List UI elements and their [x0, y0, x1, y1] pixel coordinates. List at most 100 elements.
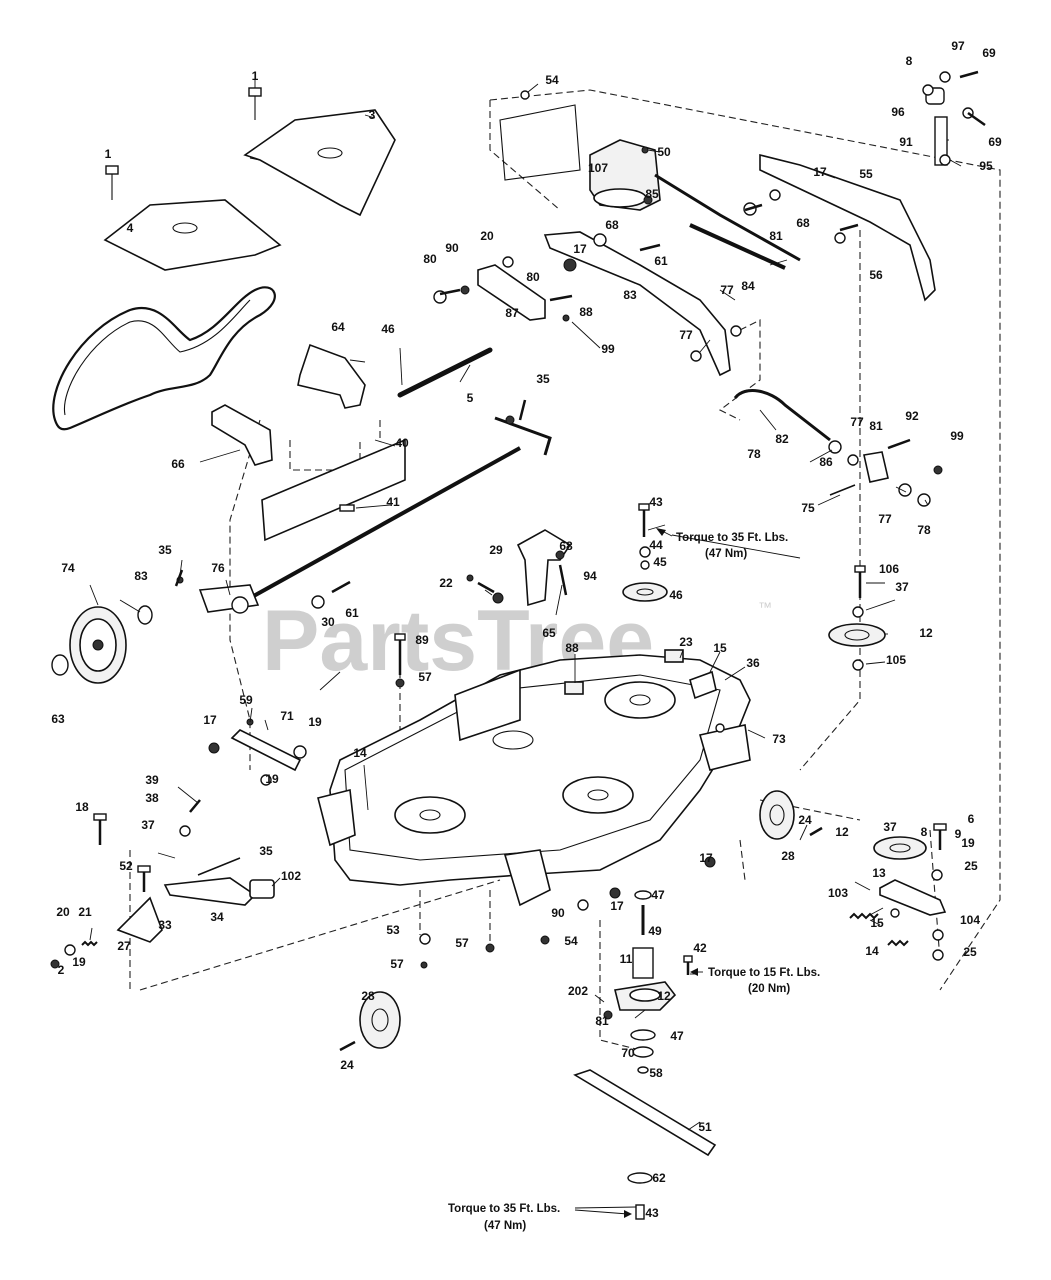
callout-58: 58	[649, 1066, 663, 1080]
callout-97: 97	[951, 39, 965, 53]
callout-80: 80	[526, 270, 540, 284]
callout-1: 1	[252, 69, 259, 83]
leader-lines	[89, 80, 962, 1209]
bolt-43-bottom	[635, 1204, 645, 1220]
callout-77: 77	[720, 283, 734, 297]
callout-46: 46	[381, 322, 395, 336]
callout-202: 202	[568, 984, 588, 998]
callout-73: 73	[772, 732, 786, 746]
callout-17: 17	[203, 713, 217, 727]
wheel-28-right	[759, 790, 795, 840]
callout-54: 54	[564, 934, 578, 948]
callout-12: 12	[919, 626, 933, 640]
callout-36: 36	[746, 656, 760, 670]
callout-46: 46	[669, 588, 683, 602]
torque-note-middle: Torque to 15 Ft. Lbs. (20 Nm)	[708, 967, 820, 995]
callout-84: 84	[741, 279, 755, 293]
deck-cover-right	[243, 109, 396, 217]
callout-17: 17	[573, 242, 587, 256]
washer-62	[627, 1172, 653, 1184]
callout-59: 59	[239, 693, 253, 707]
callout-24: 24	[340, 1058, 354, 1072]
pulley-12-right	[873, 836, 927, 860]
callout-103: 103	[828, 886, 848, 900]
callout-90: 90	[551, 906, 565, 920]
callout-8: 8	[906, 54, 913, 68]
callout-53: 53	[386, 923, 400, 937]
callout-42: 42	[693, 941, 707, 955]
callout-96: 96	[891, 105, 905, 119]
callout-102: 102	[281, 869, 301, 883]
callout-78: 78	[917, 523, 931, 537]
callout-70: 70	[621, 1046, 635, 1060]
callout-88: 88	[579, 305, 593, 319]
callout-92: 92	[905, 409, 919, 423]
callout-81: 81	[869, 419, 883, 433]
torque-note-upper-line2: (47 Nm)	[705, 548, 747, 560]
callout-14: 14	[353, 746, 367, 760]
callout-17: 17	[699, 851, 713, 865]
idler-arm-13	[879, 879, 947, 916]
wheel-74	[51, 605, 153, 684]
callout-1: 1	[105, 147, 112, 161]
callout-69: 69	[982, 46, 996, 60]
pulley-12-top	[828, 623, 886, 647]
callout-90: 90	[445, 241, 459, 255]
callout-19: 19	[961, 836, 975, 850]
callout-21: 21	[78, 905, 92, 919]
callout-80: 80	[423, 252, 437, 266]
mower-deck-housing	[317, 649, 751, 907]
callout-91: 91	[899, 135, 913, 149]
lift-arm-83	[543, 231, 731, 377]
callout-44: 44	[649, 538, 663, 552]
callout-2: 2	[58, 963, 65, 977]
callout-82: 82	[775, 432, 789, 446]
callout-37: 37	[895, 580, 909, 594]
callout-81: 81	[769, 229, 783, 243]
callout-25: 25	[963, 945, 977, 959]
callout-99: 99	[601, 342, 615, 356]
callout-88: 88	[565, 641, 579, 655]
callout-68: 68	[559, 539, 573, 553]
callout-28: 28	[781, 849, 795, 863]
callout-49: 49	[648, 924, 662, 938]
callout-54: 54	[545, 73, 559, 87]
callout-8: 8	[921, 825, 928, 839]
callout-14: 14	[865, 944, 879, 958]
callout-28: 28	[361, 989, 375, 1003]
callout-57: 57	[418, 670, 432, 684]
callout-71: 71	[280, 709, 294, 723]
callout-56: 56	[869, 268, 883, 282]
link-34	[163, 877, 257, 906]
callout-17: 17	[813, 165, 827, 179]
callout-89: 89	[415, 633, 429, 647]
torque-note-upper-line1: Torque to 35 Ft. Lbs.	[676, 532, 788, 544]
shock-91	[925, 87, 948, 166]
callout-12: 12	[657, 989, 671, 1003]
rod-5	[397, 347, 493, 398]
callout-9: 9	[955, 827, 962, 841]
callout-45: 45	[653, 555, 667, 569]
callout-15: 15	[870, 916, 884, 930]
gearbox-assembly	[499, 104, 801, 262]
callout-15: 15	[713, 641, 727, 655]
callout-76: 76	[211, 561, 225, 575]
spindle-assembly	[614, 890, 677, 1074]
callout-61: 61	[345, 606, 359, 620]
torque-note-upper: Torque to 35 Ft. Lbs. (47 Nm)	[676, 532, 788, 560]
cover-bolts	[105, 87, 262, 200]
callout-29: 29	[489, 543, 503, 557]
callout-39: 39	[145, 773, 159, 787]
callout-85: 85	[645, 187, 659, 201]
callout-18: 18	[75, 800, 89, 814]
callout-87: 87	[505, 306, 519, 320]
callout-86: 86	[819, 455, 833, 469]
callout-65: 65	[542, 626, 556, 640]
callout-3: 3	[369, 108, 376, 122]
callout-95: 95	[979, 159, 993, 173]
callout-43: 43	[649, 495, 663, 509]
lift-bracket-55	[759, 153, 936, 302]
hardware	[50, 71, 974, 1020]
callout-94: 94	[583, 569, 597, 583]
